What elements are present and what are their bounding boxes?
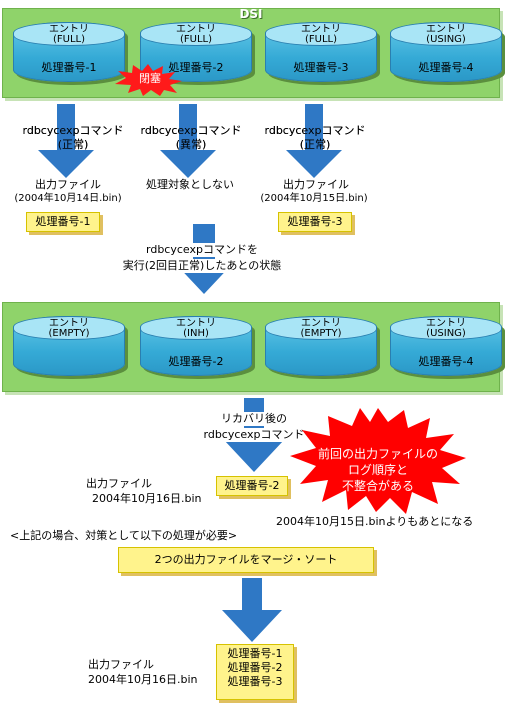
action-box-label: 2つの出力ファイルをマージ・ソート xyxy=(154,553,338,566)
arrow-down-icon xyxy=(38,104,94,178)
entry-number: 処理番号-2 xyxy=(168,61,224,74)
entry-label: エントリ xyxy=(176,318,216,329)
final-file-name: 2004年10月16日.bin xyxy=(88,673,198,686)
entry-state: (INH) xyxy=(183,328,209,339)
command-label-1-overlay: rdbcycexpコマンド xyxy=(22,124,124,137)
entry-cylinder-4: エントリ (USING) 処理番号-4 xyxy=(390,22,502,82)
recovery-line-2: rdbcycexpコマンド xyxy=(192,428,316,442)
entry-state: (USING) xyxy=(426,34,466,45)
entry-label: エントリ xyxy=(176,24,216,35)
entry-cylinder-5: エントリ (EMPTY) xyxy=(13,316,125,376)
dsi-title: DSI xyxy=(239,7,263,21)
entry-label: エントリ xyxy=(301,24,341,35)
closed-badge-label: 閉塞 xyxy=(139,72,161,85)
command-label-2-overlay: rdbcycexpコマンド xyxy=(140,124,242,137)
entry-label: エントリ xyxy=(49,318,89,329)
entry-state: (USING) xyxy=(426,328,466,339)
arrow-down-icon xyxy=(222,578,282,642)
requirement-text: <上記の場合、対策として以下の処理が必要> xyxy=(10,529,238,542)
recovery-box-label: 処理番号-2 xyxy=(224,479,280,492)
output-box-3: 処理番号-3 xyxy=(278,212,352,232)
entry-cylinder-1: エントリ (FULL) 処理番号-1 xyxy=(13,22,125,82)
command-result-3-overlay: (正常) xyxy=(299,138,331,151)
entry-number: 処理番号-4 xyxy=(418,355,474,368)
entry-label: エントリ xyxy=(426,318,466,329)
recovery-file-name: 2004年10月16日.bin xyxy=(92,492,202,505)
arrow-down-icon xyxy=(160,104,216,178)
output-box-1: 処理番号-1 xyxy=(26,212,100,232)
final-output-box: 処理番号-1 処理番号-2 処理番号-3 xyxy=(216,644,294,700)
entry-label: エントリ xyxy=(426,24,466,35)
entry-cylinder-2: エントリ (FULL) 処理番号-2 xyxy=(140,22,252,82)
recovery-line-1: リカバリ後の xyxy=(192,412,316,426)
entry-cylinder-6: エントリ (INH) 処理番号-2 xyxy=(140,316,252,376)
entry-state: (FULL) xyxy=(304,34,338,45)
output-file-title-1: 出力ファイル xyxy=(35,178,101,191)
closed-starburst-icon xyxy=(115,64,182,96)
entry-cylinder-3: エントリ (FULL) 処理番号-3 xyxy=(265,22,377,82)
command-result-2-overlay: (異常) xyxy=(175,138,207,151)
entry-cylinder-8: エントリ (USING) 処理番号-4 xyxy=(390,316,502,376)
arrow-down-icon xyxy=(286,104,342,178)
entry-label: エントリ xyxy=(301,318,341,329)
output-box-1-label: 処理番号-1 xyxy=(35,215,91,228)
command-label-3-overlay: rdbcycexpコマンド xyxy=(264,124,366,137)
entry-state: (FULL) xyxy=(52,34,86,45)
command-result-1-overlay: (正常) xyxy=(57,138,89,151)
recovery-box: 処理番号-2 xyxy=(216,476,288,496)
recovery-file-title: 出力ファイル xyxy=(86,477,152,490)
final-file-title: 出力ファイル xyxy=(88,658,154,671)
warning-starburst-icon xyxy=(290,408,466,514)
entry-number: 処理番号-2 xyxy=(168,355,224,368)
entry-number: 処理番号-1 xyxy=(41,61,97,74)
entry-state: (FULL) xyxy=(179,34,213,45)
entry-label: エントリ xyxy=(49,24,89,35)
final-item-2: 処理番号-2 xyxy=(227,661,283,674)
not-processed-note: 処理対象としない xyxy=(146,178,234,191)
output-file-name-1: (2004年10月14日.bin) xyxy=(14,193,122,204)
entry-number: 処理番号-4 xyxy=(418,61,474,74)
warning-line-1: 前回の出力ファイルの xyxy=(317,447,438,461)
output-box-3-label: 処理番号-3 xyxy=(287,215,343,228)
output-file-name-3: (2004年10月15日.bin) xyxy=(260,193,368,204)
entry-state: (EMPTY) xyxy=(300,328,342,339)
entry-state: (EMPTY) xyxy=(48,328,90,339)
after-note-line-2: 実行(2回目正常)したあとの状態 xyxy=(96,259,308,273)
action-box: 2つの出力ファイルをマージ・ソート xyxy=(118,547,374,573)
warning-line-2: ログ順序と xyxy=(347,463,408,477)
entry-cylinder-7: エントリ (EMPTY) xyxy=(265,316,377,376)
order-note: 2004年10月15日.binよりもあとになる xyxy=(276,515,474,528)
output-file-title-3: 出力ファイル xyxy=(283,178,349,191)
final-item-3: 処理番号-3 xyxy=(227,675,283,688)
warning-line-3: 不整合がある xyxy=(341,479,414,493)
entry-number: 処理番号-3 xyxy=(293,61,349,74)
after-note-line-1: rdbcycexpコマンドを xyxy=(116,243,288,257)
final-item-1: 処理番号-1 xyxy=(227,647,283,660)
